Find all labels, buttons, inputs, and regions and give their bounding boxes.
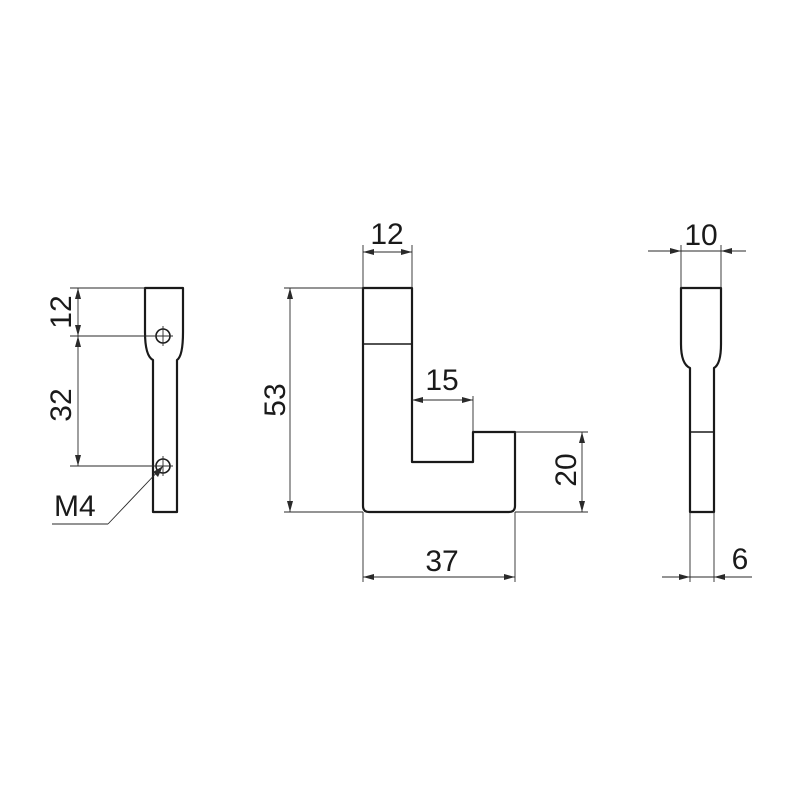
dim-37-label: 37 <box>425 545 458 578</box>
dim-20-label: 20 <box>550 453 583 486</box>
right-side-view: 10 6 <box>648 219 752 582</box>
right-dim-10-arrow-l <box>670 248 681 254</box>
dim-6-label: 6 <box>732 543 749 576</box>
left-dim-arrow-2 <box>75 325 81 336</box>
left-dim-arrow-4 <box>75 455 81 466</box>
front-dim-15-arrow-r <box>462 397 473 403</box>
m4-leader-arrow <box>153 466 163 477</box>
dim-53-label: 53 <box>259 383 292 416</box>
left-dim-arrow-3 <box>75 336 81 347</box>
right-dim-10-arrow-r <box>721 248 732 254</box>
front-dim-12-arrow-l <box>363 249 374 255</box>
front-dim-15-arrow-l <box>412 397 423 403</box>
dim-10-label: 10 <box>684 219 717 252</box>
right-dim-6-arrow-l <box>679 574 690 580</box>
front-dim-37-arrow-l <box>363 574 374 580</box>
front-dim-37-arrow-r <box>504 574 515 580</box>
front-view: 12 53 15 20 37 <box>259 218 588 582</box>
front-dim-20-arrow-t <box>579 432 585 443</box>
front-dim-12-arrow-r <box>401 249 412 255</box>
front-view-outline <box>361 286 517 514</box>
right-view-outline <box>679 286 723 514</box>
m4-leader-line <box>107 465 164 525</box>
left-side-view: 12 32 M4 <box>45 286 185 525</box>
dim-32-label: 32 <box>45 388 78 421</box>
left-dim-arrow-1 <box>75 288 81 299</box>
dim-12-left-label: 12 <box>45 295 78 328</box>
front-dim-53-arrow-t <box>287 288 293 299</box>
left-view-outline <box>143 286 185 514</box>
front-dim-53-arrow-b <box>287 501 293 512</box>
front-dim-20-arrow-b <box>579 501 585 512</box>
dim-15-label: 15 <box>425 364 458 397</box>
m4-thread-label: M4 <box>54 490 96 523</box>
upper-hole-centerline <box>153 326 173 346</box>
dim-12-top-label: 12 <box>370 218 403 251</box>
right-dim-6-arrow-r <box>714 574 725 580</box>
